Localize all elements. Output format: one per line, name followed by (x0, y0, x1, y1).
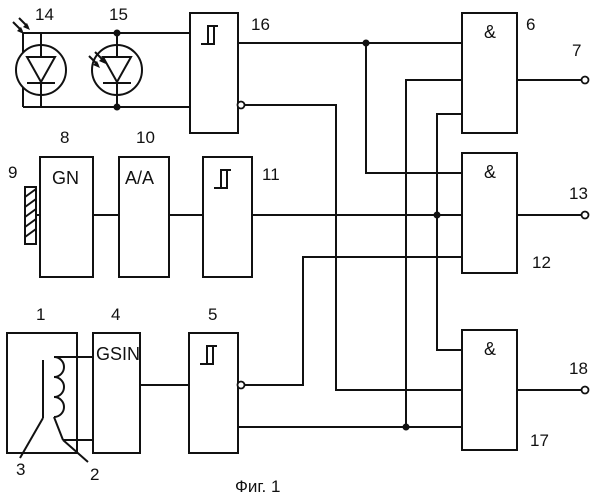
photodiode-15 (89, 33, 142, 107)
figure-caption: Фиг. 1 (235, 477, 280, 496)
label-18: 18 (569, 359, 588, 378)
junction-dot (363, 40, 370, 47)
block-4-text: GSIN (96, 344, 140, 364)
block-8-text: GN (52, 168, 79, 188)
b5-inv-to-b12-wire (243, 257, 462, 385)
b16-to-b12-wire (366, 43, 462, 173)
label-11: 11 (262, 165, 280, 184)
label-3: 3 (16, 460, 25, 479)
and-gate-12-symbol: & (484, 162, 496, 182)
output-terminal-7 (582, 77, 589, 84)
label-4: 4 (111, 305, 120, 324)
b16-inv-to-b17-wire (243, 105, 462, 390)
label-9: 9 (8, 163, 17, 182)
light-arrows-icon (13, 18, 30, 34)
output-terminal-13 (582, 212, 589, 219)
label-12: 12 (532, 253, 551, 272)
output-terminal-18 (582, 387, 589, 394)
inverted-output-icon (238, 382, 245, 389)
label-7: 7 (572, 41, 581, 60)
junction-dot (434, 212, 441, 219)
b11-to-b17-wire (437, 215, 462, 350)
label-10: 10 (136, 128, 155, 147)
b11-to-b6-wire (437, 114, 462, 215)
label-1: 1 (36, 305, 45, 324)
label-14: 14 (35, 5, 54, 24)
and-gate-6-symbol: & (484, 22, 496, 42)
photodiode-14 (13, 18, 66, 107)
label-15: 15 (109, 5, 128, 24)
label-5: 5 (208, 305, 217, 324)
label-16: 16 (251, 15, 270, 34)
junction-dot (403, 424, 410, 431)
label-8: 8 (60, 128, 69, 147)
and-gate-17-symbol: & (484, 339, 496, 359)
block-10-text: A/A (125, 168, 154, 188)
label-2: 2 (90, 465, 99, 484)
label-13: 13 (569, 184, 588, 203)
label-6: 6 (526, 15, 535, 34)
label-17: 17 (530, 431, 549, 450)
b5-out-to-b6-wire (406, 80, 462, 427)
inverted-output-icon (238, 102, 245, 109)
